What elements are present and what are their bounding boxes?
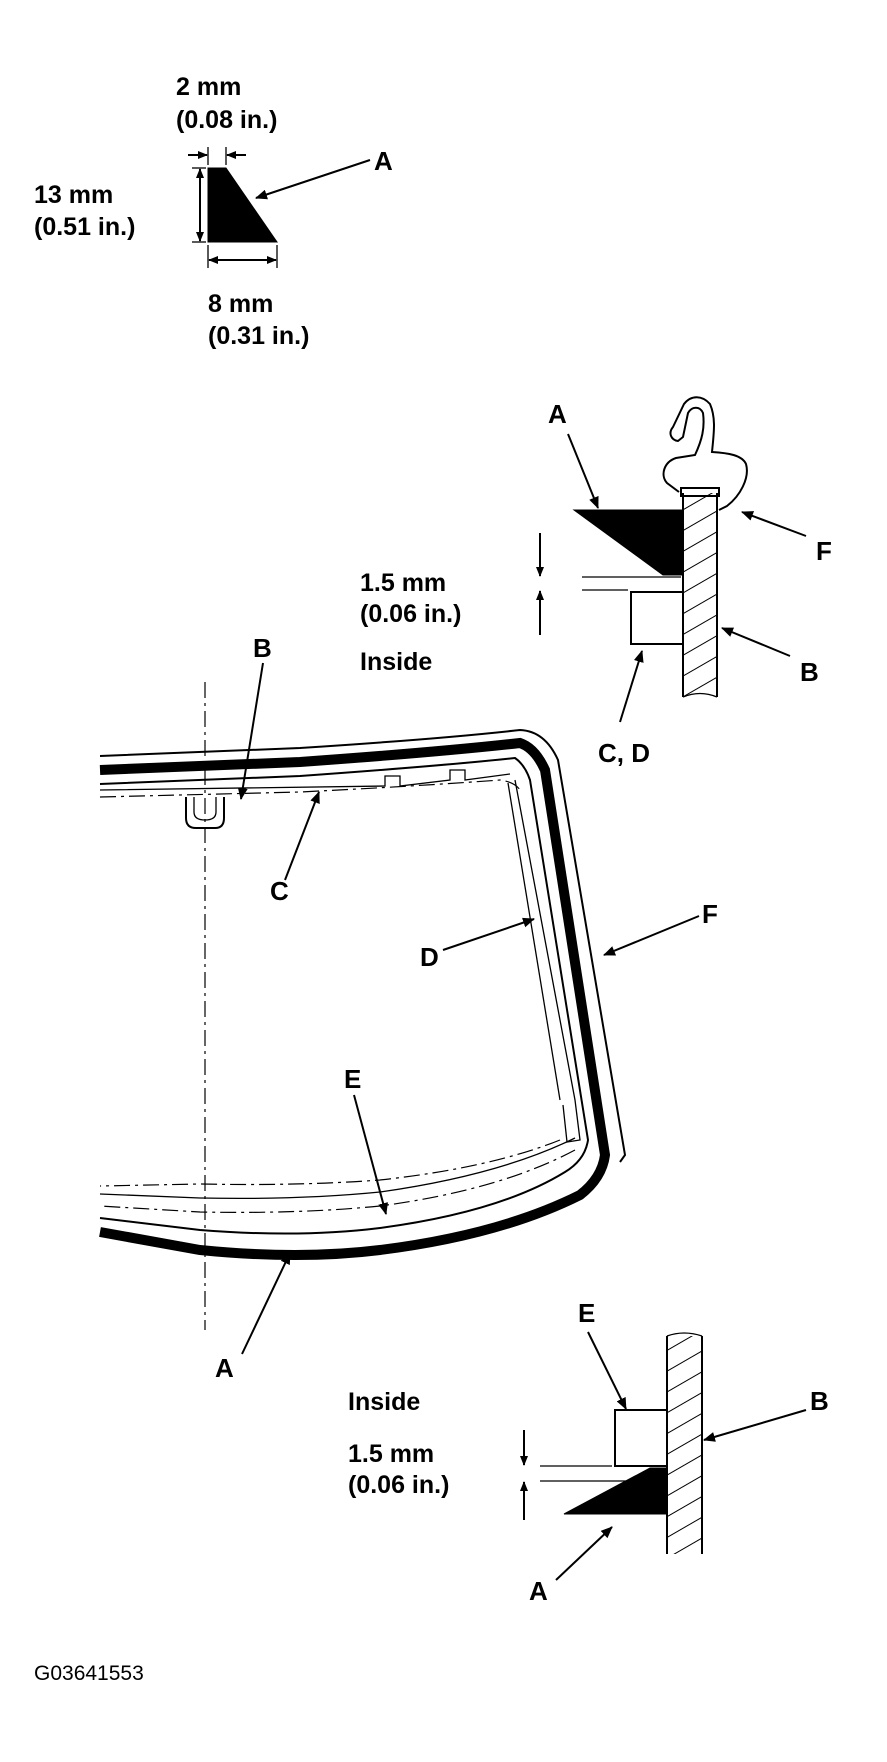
upper-label-a: A: [548, 399, 567, 429]
lower-spacer-e: [614, 1409, 668, 1467]
upper-gap: 1.5 mm: [360, 569, 446, 597]
upper-glass-b: [683, 493, 717, 697]
main-label-d: D: [420, 942, 439, 972]
main-label-e: E: [344, 1064, 361, 1094]
upper-detail: A F B C, D 1.5 mm (0.06 in.) Inside: [360, 396, 832, 768]
lower-dam-a: [563, 1467, 667, 1515]
upper-inside-text: Inside: [360, 648, 432, 676]
profile-top-width-in: (0.08 in.): [176, 106, 277, 134]
lower-gap: 1.5 mm: [348, 1440, 434, 1468]
main-label-f: F: [702, 899, 718, 929]
lower-gap-in: (0.06 in.): [348, 1471, 449, 1499]
profile-top-width: 2 mm: [176, 73, 241, 101]
upper-dam-a: [572, 509, 683, 576]
lower-label-b: B: [810, 1386, 829, 1416]
profile-bottom-width-in: (0.31 in.): [208, 322, 309, 350]
upper-spacer-cd: [630, 591, 684, 645]
lower-glass-b: [667, 1336, 702, 1554]
upper-label-cd: C, D: [598, 738, 650, 768]
upper-label-f: F: [816, 536, 832, 566]
profile-height: 13 mm: [34, 181, 113, 209]
profile-bottom-width: 8 mm: [208, 290, 273, 318]
main-dam-a: [99, 737, 611, 1260]
figure-code: G03641553: [34, 1662, 144, 1685]
upper-molding-f: [662, 396, 748, 511]
profile-height-in: (0.51 in.): [34, 213, 135, 241]
main-label-b: B: [253, 633, 272, 663]
main-label-a: A: [215, 1353, 234, 1383]
lower-label-a: A: [529, 1576, 548, 1606]
lower-inside-text: Inside: [348, 1388, 420, 1416]
lower-detail: E B A Inside 1.5 mm (0.06 in.): [348, 1298, 829, 1606]
dam-cross-section: [207, 167, 278, 243]
lower-label-e: E: [578, 1298, 595, 1328]
upper-gap-in: (0.06 in.): [360, 600, 461, 628]
dam-profile: 2 mm (0.08 in.) 13 mm (0.51 in.) 8 mm (0…: [34, 73, 393, 350]
main-label-c: C: [270, 876, 289, 906]
profile-label-a: A: [374, 146, 393, 176]
upper-label-b: B: [800, 657, 819, 687]
main-view: B C D F E A: [99, 633, 718, 1383]
